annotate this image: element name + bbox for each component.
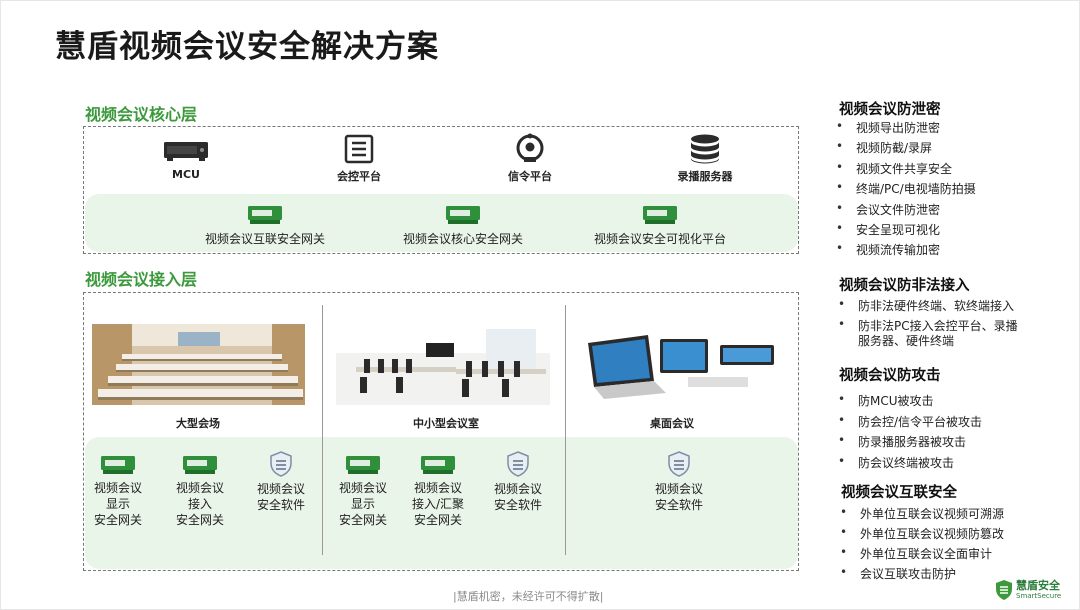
device-label: MCU — [172, 168, 200, 181]
access-item-label: 视频会议 安全软件 — [256, 482, 305, 512]
control-platform-icon — [344, 134, 374, 164]
device-label: 信令平台 — [508, 170, 552, 183]
core-layer-box — [83, 126, 799, 254]
bullet-item: 防录播服务器被攻击 — [838, 433, 966, 450]
core-gateway-core: 视频会议核心安全网关 — [393, 204, 533, 247]
core-gateway-interconnect: 视频会议互联安全网关 — [195, 204, 335, 247]
gateway-device-icon — [446, 206, 480, 224]
access-item-access-gateway: 视频会议 接入 安全网关 — [155, 454, 245, 528]
access-layer-box — [83, 292, 799, 571]
mcu-device-icon — [164, 142, 208, 161]
section-title-interconnect-security: 视频会议互联安全 — [841, 485, 957, 501]
scene-label-large-venue: 大型会场 — [176, 417, 220, 430]
bullet-item: 视频导出防泄密 — [836, 119, 940, 136]
section-title-anti-attack: 视频会议防攻击 — [839, 368, 941, 384]
gateway-device-icon — [643, 206, 677, 224]
gateway-device-icon — [248, 206, 282, 224]
section-title-anti-illegal-access: 视频会议防非法接入 — [839, 278, 970, 294]
access-item-security-software: 视频会议 安全软件 — [473, 451, 563, 513]
access-item-label: 视频会议 接入/汇聚 安全网关 — [411, 481, 465, 527]
bullet-continuation: 服务器、硬件终端 — [858, 334, 955, 348]
access-item-label: 视频会议 接入 安全网关 — [175, 481, 224, 527]
logo-text-en: SmartSecure — [1016, 591, 1062, 600]
signaling-icon — [516, 133, 544, 162]
core-device-mcu: MCU — [151, 138, 221, 181]
core-device-control-platform: 会控平台 — [324, 134, 394, 184]
bullet-item: 防非法PC接入会控平台、录播 — [838, 317, 1018, 334]
access-item-label: 视频会议 安全软件 — [654, 482, 703, 512]
scene-label-desktop: 桌面会议 — [650, 417, 694, 430]
bullet-item: 视频流传输加密 — [836, 241, 940, 258]
desktop-devices-photo — [578, 323, 790, 403]
gateway-device-icon — [183, 456, 217, 474]
company-logo: 慧盾安全 SmartSecure — [995, 579, 1061, 601]
bullet-item: 视频文件共享安全 — [836, 160, 952, 177]
access-item-security-software: 视频会议 安全软件 — [236, 451, 326, 513]
core-device-signaling: 信令平台 — [495, 132, 565, 184]
large-venue-photo — [92, 324, 305, 405]
gateway-device-icon — [346, 456, 380, 474]
access-item-display-gateway: 视频会议 显示 安全网关 — [73, 454, 163, 528]
shield-icon — [668, 451, 690, 477]
gateway-label: 视频会议安全可视化平台 — [593, 232, 726, 246]
core-gateway-band — [85, 194, 798, 252]
bullet-item: 会议互联攻击防护 — [840, 565, 956, 582]
core-device-recording-server: 录播服务器 — [665, 134, 745, 184]
confidential-footer: |慧盾机密，未经许可不得扩散| — [453, 590, 604, 603]
access-item-security-software: 视频会议 安全软件 — [634, 451, 724, 513]
shield-icon — [507, 451, 529, 477]
gateway-device-icon — [101, 456, 135, 474]
shield-icon — [270, 451, 292, 477]
page-title: 慧盾视频会议安全解决方案 — [55, 29, 439, 65]
bullet-item: 防会议终端被攻击 — [838, 454, 954, 471]
access-item-label: 视频会议 显示 安全网关 — [93, 481, 142, 527]
shield-logo-icon — [996, 580, 1012, 600]
device-label: 会控平台 — [337, 170, 381, 183]
logo-text-cn: 慧盾安全 — [1016, 578, 1060, 592]
access-item-label: 视频会议 安全软件 — [493, 482, 542, 512]
access-item-display-gateway: 视频会议 显示 安全网关 — [318, 454, 408, 528]
bullet-item: 外单位互联会议视频防篡改 — [840, 525, 1004, 542]
database-icon — [691, 134, 719, 164]
section-title-anti-leak: 视频会议防泄密 — [839, 102, 941, 118]
bullet-item: 外单位互联会议全面审计 — [840, 545, 992, 562]
bullet-item: 终端/PC/电视墙防拍摄 — [836, 180, 976, 197]
bullet-item: 防非法硬件终端、软终端接入 — [838, 297, 1014, 314]
gateway-label: 视频会议核心安全网关 — [402, 232, 523, 246]
access-item-aggregation-gateway: 视频会议 接入/汇聚 安全网关 — [393, 454, 483, 528]
bullet-item: 会议文件防泄密 — [836, 201, 940, 218]
scene-label-meeting-room: 中小型会议室 — [413, 417, 479, 430]
column-divider — [565, 305, 566, 555]
bullet-item: 防MCU被攻击 — [838, 392, 933, 409]
device-label: 录播服务器 — [677, 170, 733, 183]
access-layer-title: 视频会议接入层 — [85, 270, 198, 289]
core-layer-title: 视频会议核心层 — [85, 105, 198, 124]
gateway-device-icon — [421, 456, 455, 474]
bullet-item: 安全呈现可视化 — [836, 221, 940, 238]
meeting-room-photo — [336, 323, 550, 405]
gateway-label: 视频会议互联安全网关 — [204, 232, 325, 246]
column-divider — [322, 305, 323, 555]
access-item-label: 视频会议 显示 安全网关 — [338, 481, 387, 527]
bullet-item: 外单位互联会议视频可溯源 — [840, 505, 1004, 522]
core-gateway-visualization: 视频会议安全可视化平台 — [585, 204, 735, 247]
bullet-item: 视频防截/录屏 — [836, 139, 932, 156]
bullet-item: 防会控/信令平台被攻击 — [838, 413, 982, 430]
